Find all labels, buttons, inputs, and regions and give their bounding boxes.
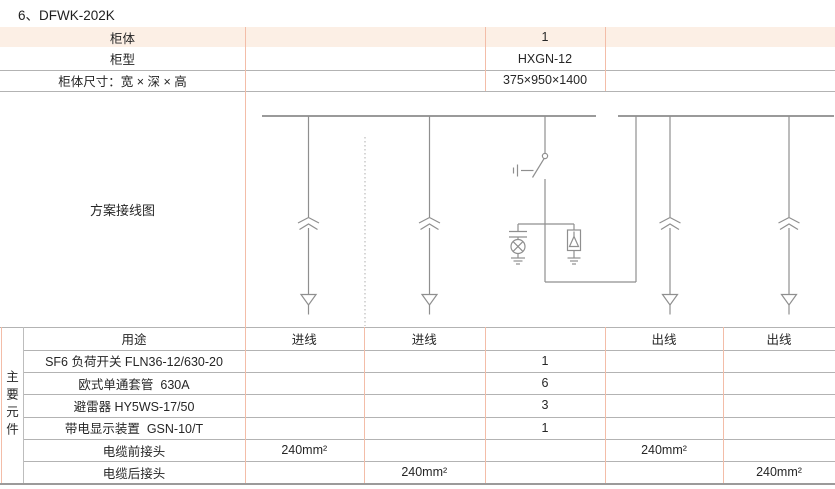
separable-connector-icon [418,216,441,231]
table-cell [364,439,486,461]
table-cell: 1 [541,353,549,368]
table-cell: 240mm² [641,443,687,458]
grid-line [23,372,835,373]
highlight-row-background [0,27,835,47]
spec-row-value: 1 [541,30,549,44]
component-name: 避雷器 HY5WS-17/50 [73,399,195,414]
table-cell [245,394,364,416]
table-cell [245,417,364,439]
grid-line [605,27,606,91]
table-cell [245,372,364,394]
table-cell: 240mm² [281,443,328,458]
grid-line [0,69,835,71]
table-cell [723,372,835,394]
grid-line [605,327,606,483]
spec-row-value: 375×950×1400 [502,73,588,88]
grid-line [723,327,724,483]
switch-unit [509,116,637,283]
spec-row-label: 柜体 [109,31,135,46]
wiring-diagram-label: 方案接线图 [89,202,155,218]
separable-connector-icon [778,216,800,231]
spec-row-value: HXGN-12 [517,51,573,66]
grid-line [1,327,2,483]
grid-line [23,349,835,351]
voltage-indicator-lamp-icon [509,224,527,265]
grid-line [23,438,835,440]
grid-line [23,461,835,463]
table-cell [723,439,835,461]
column-header: 进线 [291,332,317,347]
table-cell: 240mm² [756,465,802,480]
table-cell [485,439,605,461]
cable-terminal-icon [420,293,439,307]
table-cell [364,372,486,394]
table-cell [245,461,364,483]
table-cell [605,372,723,394]
column-header: 出线 [651,332,677,347]
column-header: 进线 [411,332,437,347]
component-name: 带电显示装置 GSN-10/T [64,422,204,437]
table-cell [364,394,486,416]
grid-line [485,27,486,91]
component-name: 电缆后接头 [102,466,166,481]
feeder-outgoing-2 [778,116,800,315]
cable-terminal-icon [780,293,798,307]
grid-line [0,90,835,92]
earth-icon [567,257,581,265]
table-cell [605,350,723,373]
table-cell [364,417,486,439]
column-header: 出线 [766,332,792,347]
table-cell [605,461,723,483]
table-cell [723,350,835,373]
grid-line [0,327,835,328]
separable-connector-icon [297,216,320,231]
page-title: 6、DFWK-202K [18,8,115,23]
component-name: 欧式单通套管 630A [78,377,190,392]
surge-arrester-icon [566,224,582,265]
spec-row-label: 柜型 [109,53,135,67]
cable-terminal-icon [661,293,679,307]
table-cell [605,417,723,439]
table-cell [245,350,364,373]
grid-line [485,327,486,483]
grid-line [363,327,365,483]
load-break-switch-icon [512,152,549,178]
grid-line [23,327,24,483]
separable-connector-icon [659,216,681,231]
component-name: SF6 负荷开关 FLN36-12/630-20 [45,355,223,370]
spec-row-label: 柜体尺寸：宽 × 深 × 高 [58,74,187,89]
table-cell [605,394,723,416]
cable-terminal-icon [299,293,318,307]
feeder-incoming-2 [418,116,441,315]
table-bottom-border [0,483,835,485]
table-cell [364,350,486,373]
feeder-incoming-1 [297,116,320,315]
feeder-outgoing-1 [659,116,681,315]
table-cell: 3 [541,398,549,413]
grid-line [23,416,835,418]
earth-icon [511,257,525,265]
grid-line [245,327,246,483]
column-header-usage: 用途 [121,332,147,347]
grid-line [23,394,835,396]
table-cell: 6 [541,376,549,391]
components-side-label: 主要元件 [4,370,18,440]
table-cell [485,461,605,483]
column-header [485,327,605,350]
table-cell [723,417,835,439]
table-cell: 240mm² [401,465,448,480]
component-name: 电缆前接头 [102,444,166,459]
table-cell [723,394,835,416]
grid-line [245,27,246,327]
table-cell: 1 [541,420,549,435]
